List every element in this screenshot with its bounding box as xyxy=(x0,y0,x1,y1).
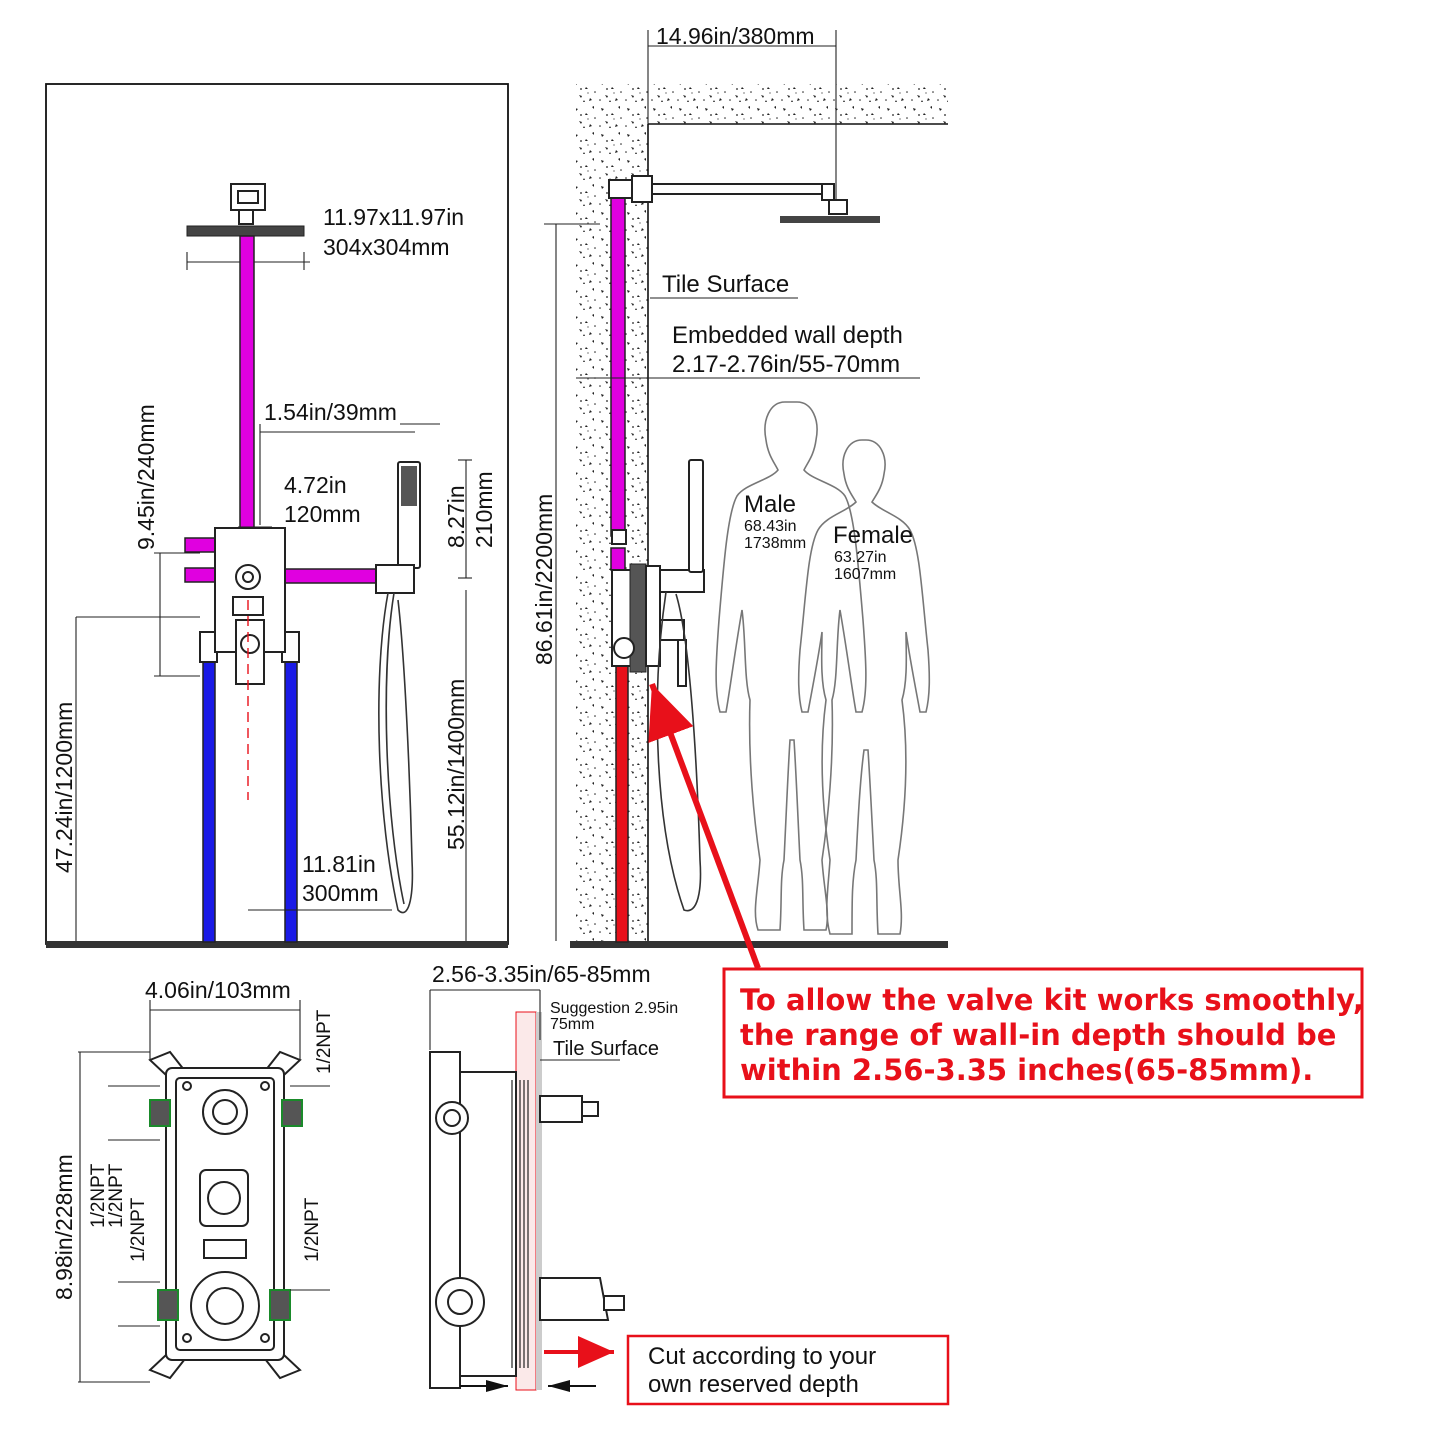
valve-to-head: 9.45in/240mm xyxy=(133,404,159,550)
warning-line-2: the range of wall-in depth should be xyxy=(740,1018,1336,1052)
side-shower-arm xyxy=(608,175,880,223)
npt-left-1: 1/2NPT xyxy=(88,1163,109,1228)
warning-line-1: To allow the valve kit works smoothly, xyxy=(740,983,1364,1017)
valve-to-arm-mm: 120mm xyxy=(284,501,361,527)
suggestion-mm: 75mm xyxy=(550,1016,594,1033)
showerhead-size-in: 11.97x11.97in xyxy=(323,204,464,230)
npt-left-3: 1/2NPT xyxy=(128,1197,149,1262)
holder-offset-in: 11.81in xyxy=(302,851,376,877)
npt-left-2: 1/2NPT xyxy=(106,1163,127,1228)
female-label: Female xyxy=(833,522,913,549)
arm-length: 14.96in/380mm xyxy=(656,23,815,49)
front-dimensions xyxy=(75,423,472,941)
valve-tile-surface: Tile Surface xyxy=(553,1038,659,1060)
side-hot-inlet xyxy=(615,659,629,943)
warning-box: To allow the valve kit works smoothly, t… xyxy=(722,967,1364,1099)
side-supply-pipes xyxy=(610,195,626,571)
embedded-value: 2.17-2.76in/55-70mm xyxy=(672,351,900,378)
male-figure xyxy=(715,401,867,931)
valve-height: 47.24in/1200mm xyxy=(51,702,77,873)
valve-height: 8.98in/228mm xyxy=(51,1154,77,1300)
male-in: 68.43in xyxy=(744,518,797,535)
side-dimensions xyxy=(544,30,920,941)
npt-right: 1/2NPT xyxy=(302,1197,323,1262)
side-tile-surface: Tile Surface xyxy=(662,271,789,298)
handshower-offset: 1.54in/39mm xyxy=(264,399,397,425)
hand-shower xyxy=(375,461,421,914)
head-height: 86.61in/2200mm xyxy=(531,494,557,665)
valve-side-body xyxy=(429,1051,625,1389)
concrete-ceiling xyxy=(648,84,948,124)
water-inlets xyxy=(202,659,298,943)
valve-width: 4.06in/103mm xyxy=(145,977,291,1003)
handshower-height-mm: 210mm xyxy=(471,471,497,548)
side-valve xyxy=(611,459,705,912)
embedded-label: Embedded wall depth xyxy=(672,322,903,349)
valve-body xyxy=(199,527,300,800)
male-label: Male xyxy=(744,491,796,518)
male-mm: 1738mm xyxy=(744,535,806,552)
front-view: 11.97x11.97in 304x304mm 1.54in/39mm 4.72… xyxy=(45,83,509,948)
holder-height: 55.12in/1400mm xyxy=(443,679,469,850)
warning-pointer-arrow xyxy=(648,682,761,970)
handshower-height-in: 8.27in xyxy=(443,485,469,548)
female-figure xyxy=(797,439,931,935)
cut-note-line-2: own reserved depth xyxy=(648,1371,859,1398)
wall-cut-section xyxy=(515,1011,537,1391)
valve-front-dimensions xyxy=(78,1000,330,1383)
valve-to-arm-in: 4.72in xyxy=(284,472,347,498)
valve-side-detail: 2.56-3.35in/65-85mm Suggestion 2.95in 75… xyxy=(429,961,950,1406)
depth-range: 2.56-3.35in/65-85mm xyxy=(432,961,651,987)
female-mm: 1607mm xyxy=(834,566,896,583)
valve-front-detail: 4.06in/103mm 8.98in/228mm 1/2NPT 1/2NPT … xyxy=(51,977,335,1383)
cut-note-box xyxy=(626,1334,950,1406)
side-view: 14.96in/380mm Tile Surface Embedded wall… xyxy=(531,23,948,948)
rain-showerhead xyxy=(186,183,305,237)
valve-ports xyxy=(149,1081,303,1343)
cut-note-line-1: Cut according to your xyxy=(648,1343,876,1370)
npt-top-right: 1/2NPT xyxy=(314,1009,335,1074)
female-in: 63.27in xyxy=(834,549,887,566)
suggestion-in: Suggestion 2.95in xyxy=(550,1000,678,1017)
showerhead-size-mm: 304x304mm xyxy=(323,234,450,260)
warning-line-3: within 2.56-3.35 inches(65-85mm). xyxy=(740,1053,1313,1087)
holder-offset-mm: 300mm xyxy=(302,880,379,906)
valve-side-dimensions xyxy=(429,989,620,1392)
front-view-floor xyxy=(46,941,508,948)
side-view-floor xyxy=(570,941,948,948)
